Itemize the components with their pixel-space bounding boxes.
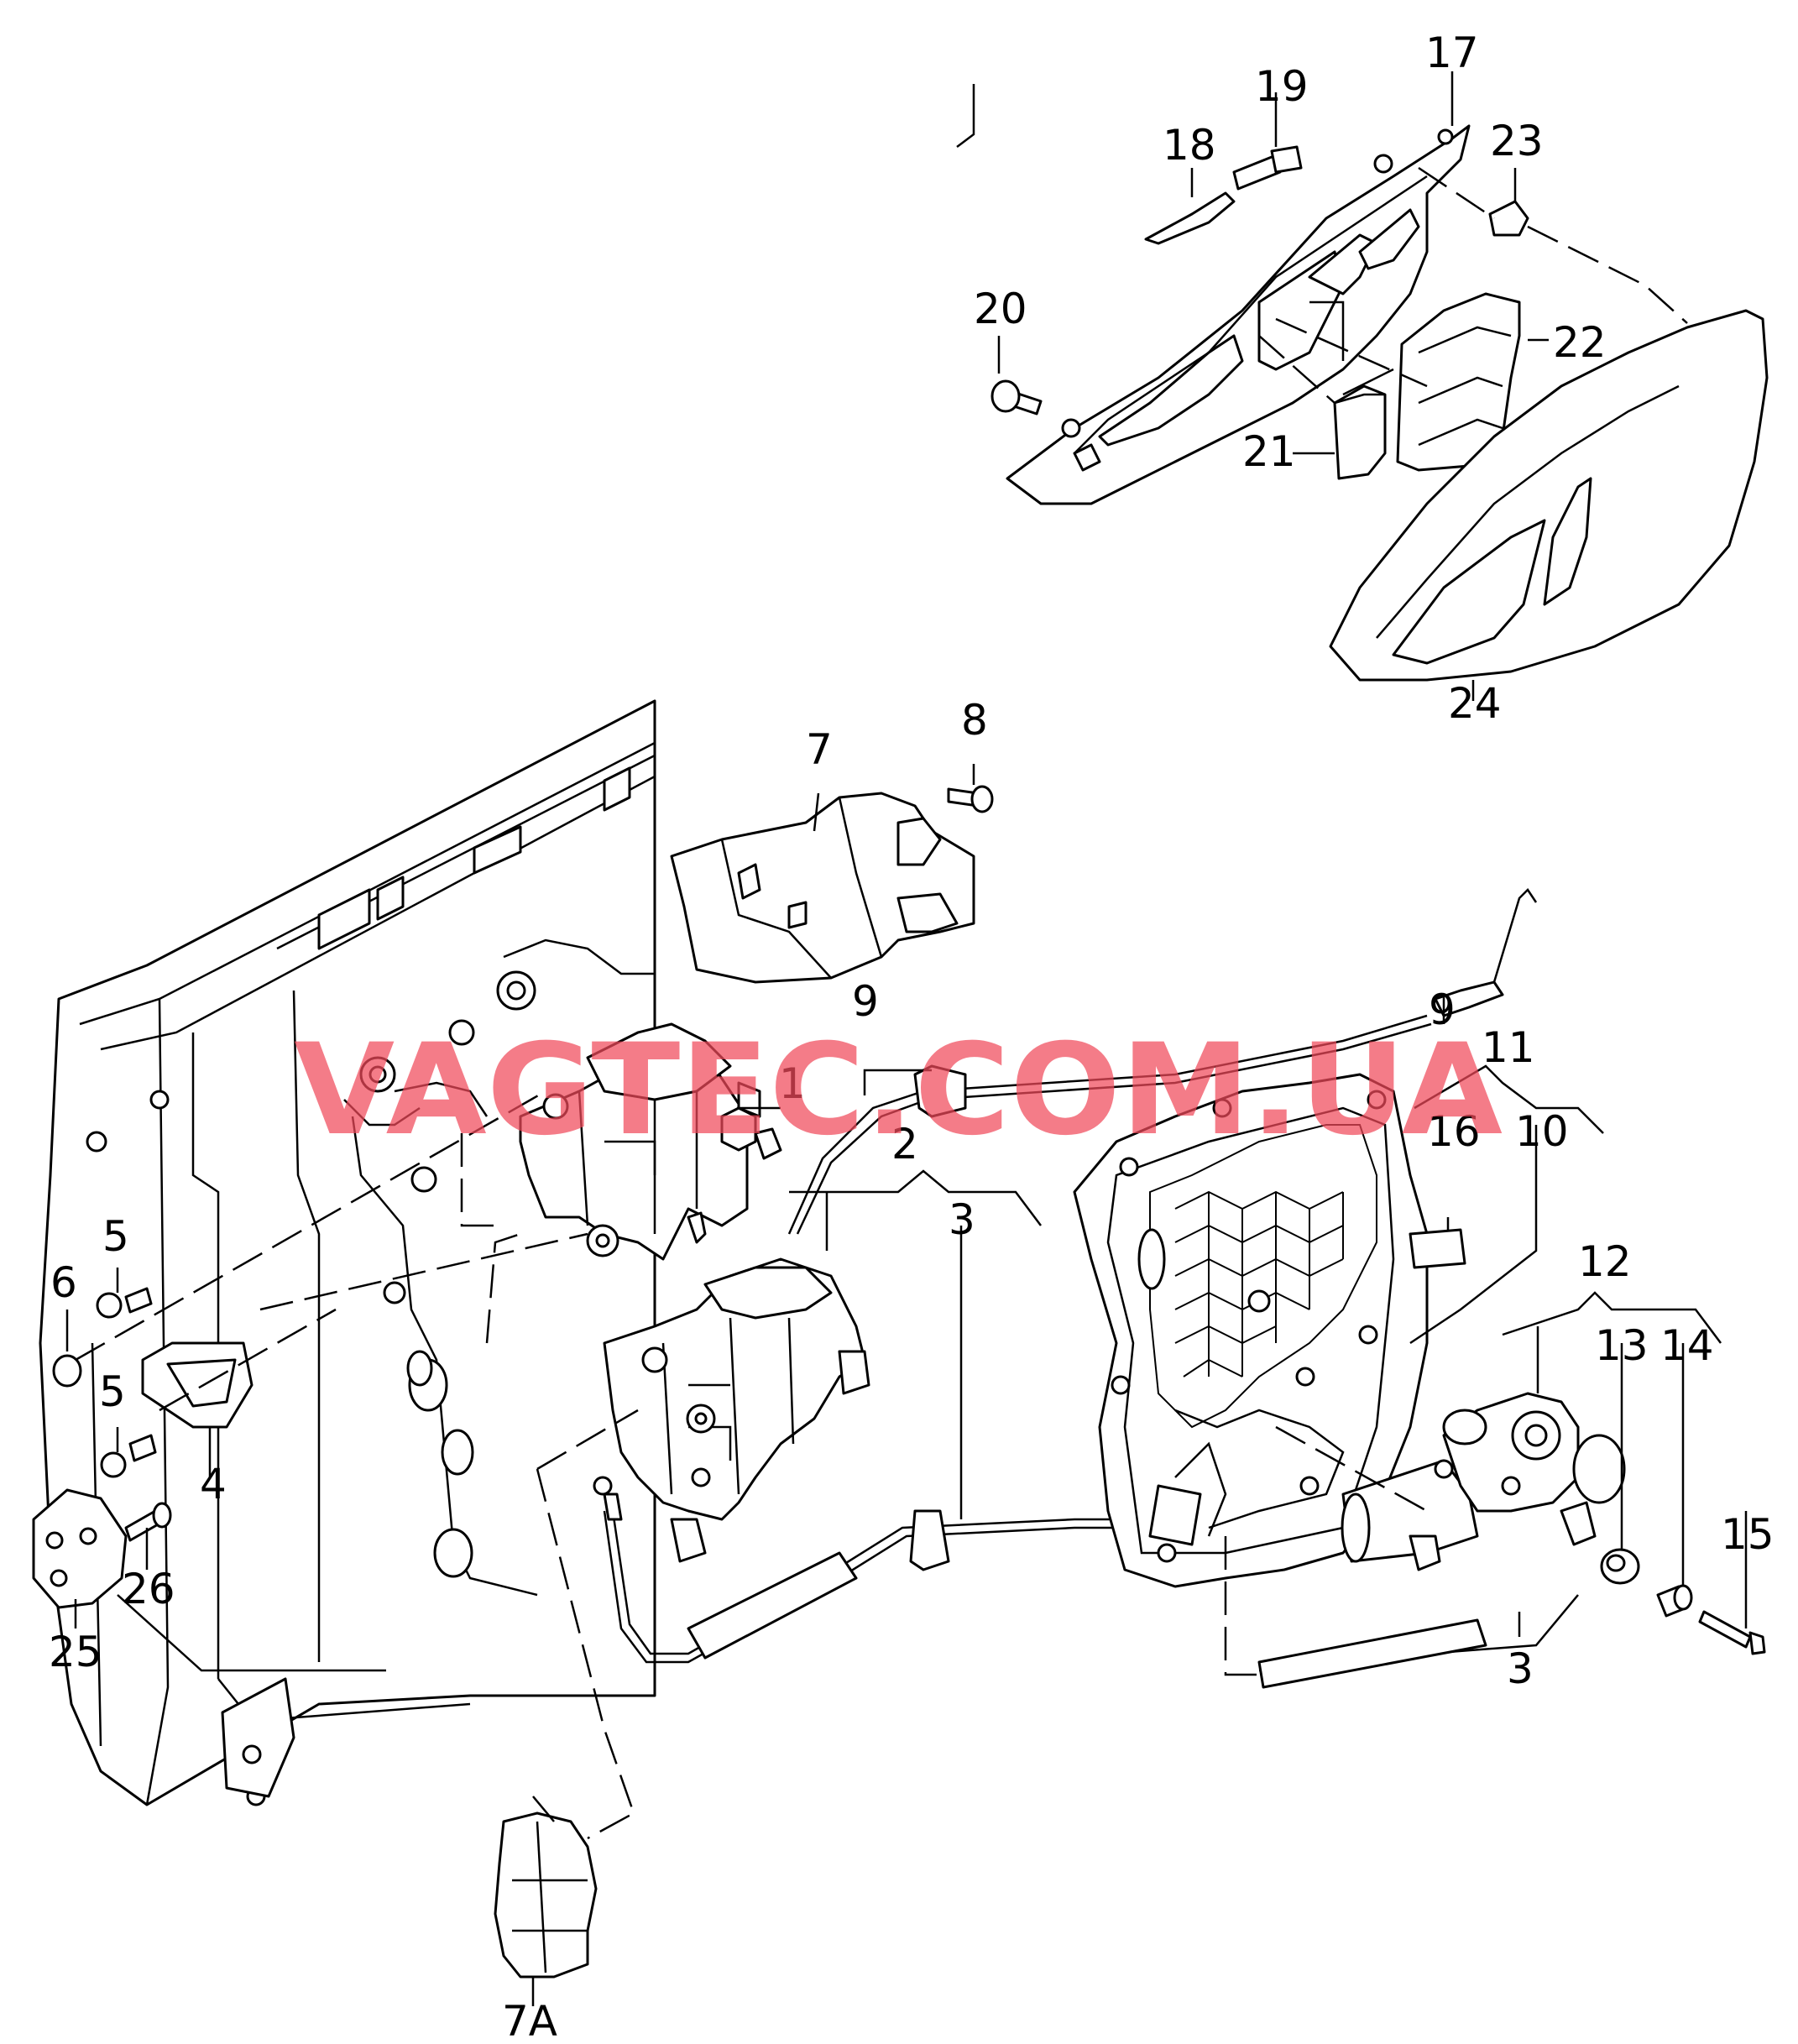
- callout-5-lower: 5: [99, 1367, 126, 1416]
- trim-cap: [1144, 191, 1236, 245]
- callout-2: 2: [891, 1120, 918, 1168]
- callout-3-right: 3: [1507, 1644, 1534, 1693]
- callout-25: 25: [49, 1628, 102, 1676]
- callout-24: 24: [1448, 679, 1502, 728]
- callout-6: 6: [50, 1258, 77, 1307]
- callout-11: 11: [1482, 1023, 1535, 1072]
- door-lock-upper: [519, 1022, 761, 1261]
- bolt-15: [1698, 1610, 1766, 1655]
- callout-19: 19: [1255, 62, 1309, 111]
- window-regulator-carrier: [1073, 1073, 1429, 1588]
- callout-9-right: 9: [1429, 985, 1456, 1034]
- grommet: [1600, 1548, 1640, 1585]
- callout-18: 18: [1163, 121, 1216, 170]
- single-switch: [1333, 384, 1387, 480]
- callouts: 1 2 3 3 4 5 5 6 7 7A 8 9 9 10 11 12 13 1…: [49, 29, 1774, 2044]
- callout-21: 21: [1242, 427, 1296, 476]
- bolt-5-lower: [100, 1434, 157, 1478]
- callout-7: 7: [806, 725, 833, 774]
- callout-16: 16: [1427, 1107, 1481, 1156]
- operating-cable-upper: [687, 888, 1538, 1244]
- callout-10: 10: [1515, 1107, 1569, 1156]
- callout-12: 12: [1578, 1237, 1632, 1286]
- callout-14: 14: [1660, 1321, 1714, 1370]
- connector-housing: [494, 1811, 598, 1979]
- lock-cover: [670, 792, 975, 984]
- window-switch-block: [1396, 292, 1521, 472]
- window-regulator-motor: [1341, 1392, 1626, 1571]
- callout-20: 20: [974, 285, 1027, 333]
- bolt-5-upper: [96, 1287, 153, 1319]
- retaining-clip: [1488, 200, 1529, 237]
- bushing: [1656, 1584, 1693, 1618]
- callout-26: 26: [122, 1565, 175, 1613]
- callout-17: 17: [1425, 29, 1479, 77]
- screw-8: [947, 785, 994, 813]
- sticker-label: [1409, 1228, 1466, 1269]
- callout-1: 1: [779, 1059, 806, 1108]
- operating-cable-lower: [593, 1476, 1579, 1689]
- door-striker: [141, 1341, 253, 1429]
- door-lock-lower: [603, 1257, 870, 1563]
- cover-cap: [52, 1354, 82, 1388]
- screw-20: [990, 379, 1043, 416]
- callout-8: 8: [961, 696, 988, 745]
- callout-22: 22: [1553, 318, 1607, 367]
- callout-9-left: 9: [852, 977, 879, 1026]
- callout-5-upper: 5: [102, 1212, 129, 1261]
- switch-connector: [1232, 145, 1303, 191]
- assembly-lines: [75, 166, 1688, 1840]
- callout-15: 15: [1721, 1510, 1774, 1559]
- armrest-trim: [1329, 309, 1769, 682]
- callout-4: 4: [200, 1460, 227, 1508]
- callout-7a: 7A: [502, 1997, 557, 2044]
- callout-13: 13: [1595, 1321, 1649, 1370]
- callout-23: 23: [1490, 117, 1544, 165]
- inner-handle-trim: [1006, 124, 1471, 505]
- leader-lines: [65, 71, 1748, 2006]
- door-inner-panel: [39, 699, 656, 1806]
- bolt-26: [124, 1502, 172, 1542]
- callout-3-left: 3: [949, 1195, 975, 1244]
- watermark: VAGTEC.COM.UA: [294, 1017, 1503, 1163]
- lock-plate: [32, 1488, 128, 1609]
